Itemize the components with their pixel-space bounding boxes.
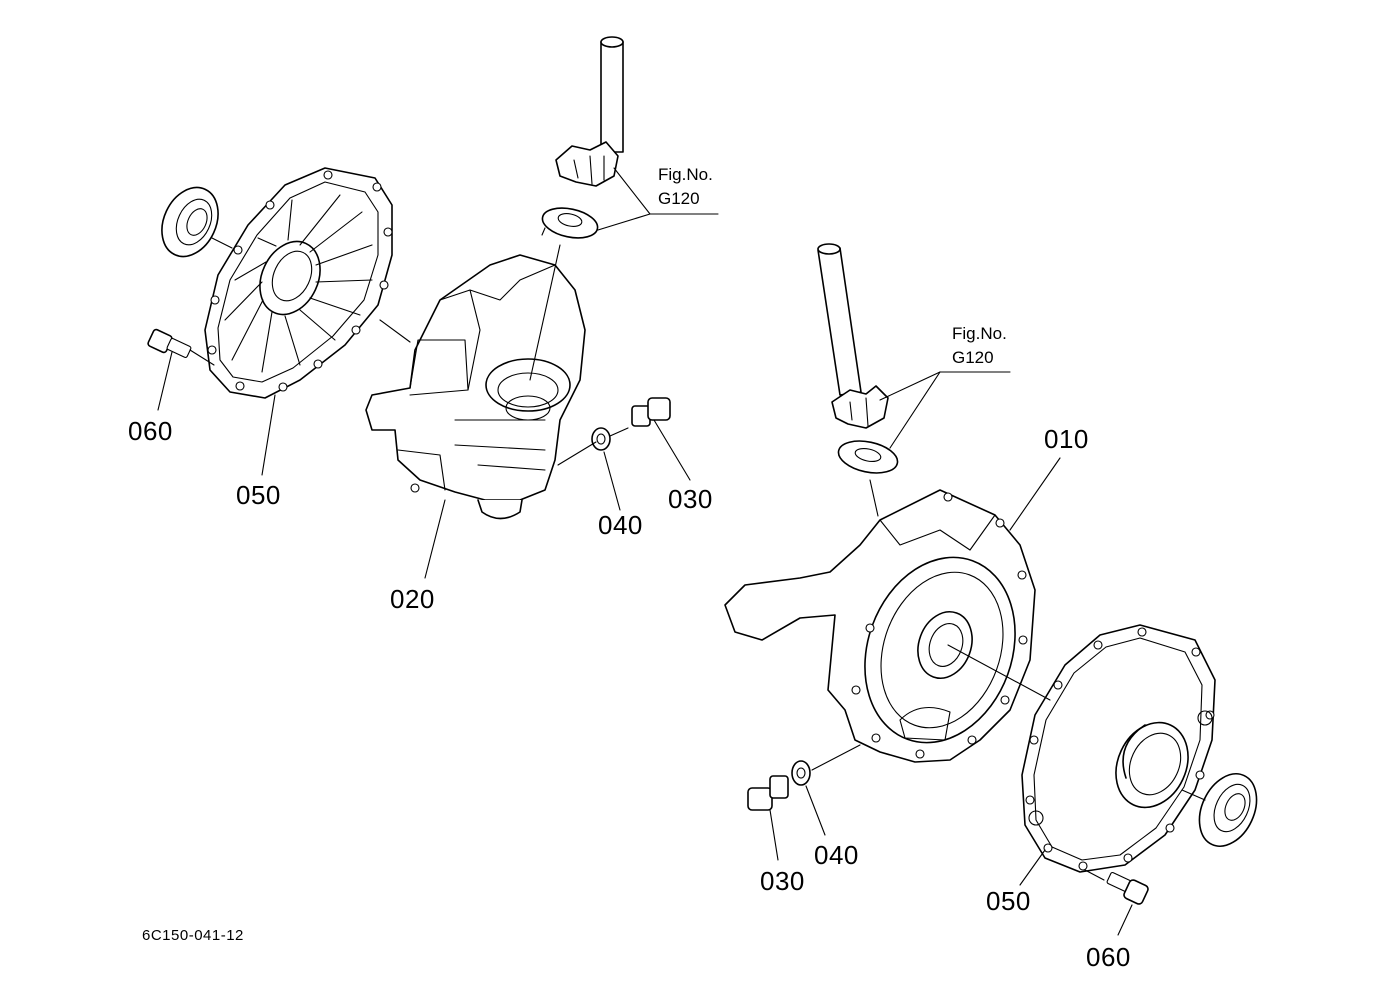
left-plug-030 xyxy=(631,397,671,427)
label-050-right: 050 xyxy=(986,886,1031,916)
right-plug-030 xyxy=(747,775,789,811)
left-oil-seal xyxy=(161,186,219,258)
fig-ref-right-line2: G120 xyxy=(952,348,994,367)
leader-lines xyxy=(157,167,1206,936)
left-knuckle-case-020 xyxy=(365,254,586,520)
right-cover-050 xyxy=(1021,624,1216,873)
fig-ref-left-line1: Fig.No. xyxy=(658,165,713,184)
fig-ref-right-line1: Fig.No. xyxy=(952,324,1007,343)
label-060-right: 060 xyxy=(1086,942,1131,972)
fig-ref-left: Fig.No. G120 xyxy=(658,163,713,211)
label-030-left: 030 xyxy=(668,484,713,514)
right-washer-040 xyxy=(791,760,811,786)
label-020: 020 xyxy=(390,584,435,614)
label-010: 010 xyxy=(1044,424,1089,454)
left-shaft xyxy=(541,36,624,239)
fig-ref-right: Fig.No. G120 xyxy=(952,322,1007,370)
fig-ref-left-line2: G120 xyxy=(658,189,700,208)
right-shaft xyxy=(817,243,899,474)
label-030-right: 030 xyxy=(760,866,805,896)
label-050-left: 050 xyxy=(236,480,281,510)
left-washer-040 xyxy=(591,427,611,451)
label-060-left: 060 xyxy=(128,416,173,446)
left-cover-050 xyxy=(204,167,393,399)
label-040-left: 040 xyxy=(598,510,643,540)
diagram-code: 6C150-041-12 xyxy=(142,927,244,944)
left-bolt-060 xyxy=(147,328,192,358)
label-040-right: 040 xyxy=(814,840,859,870)
right-knuckle-case-010 xyxy=(724,489,1036,763)
right-oil-seal xyxy=(1198,773,1258,847)
right-bolt-060 xyxy=(1106,872,1149,905)
